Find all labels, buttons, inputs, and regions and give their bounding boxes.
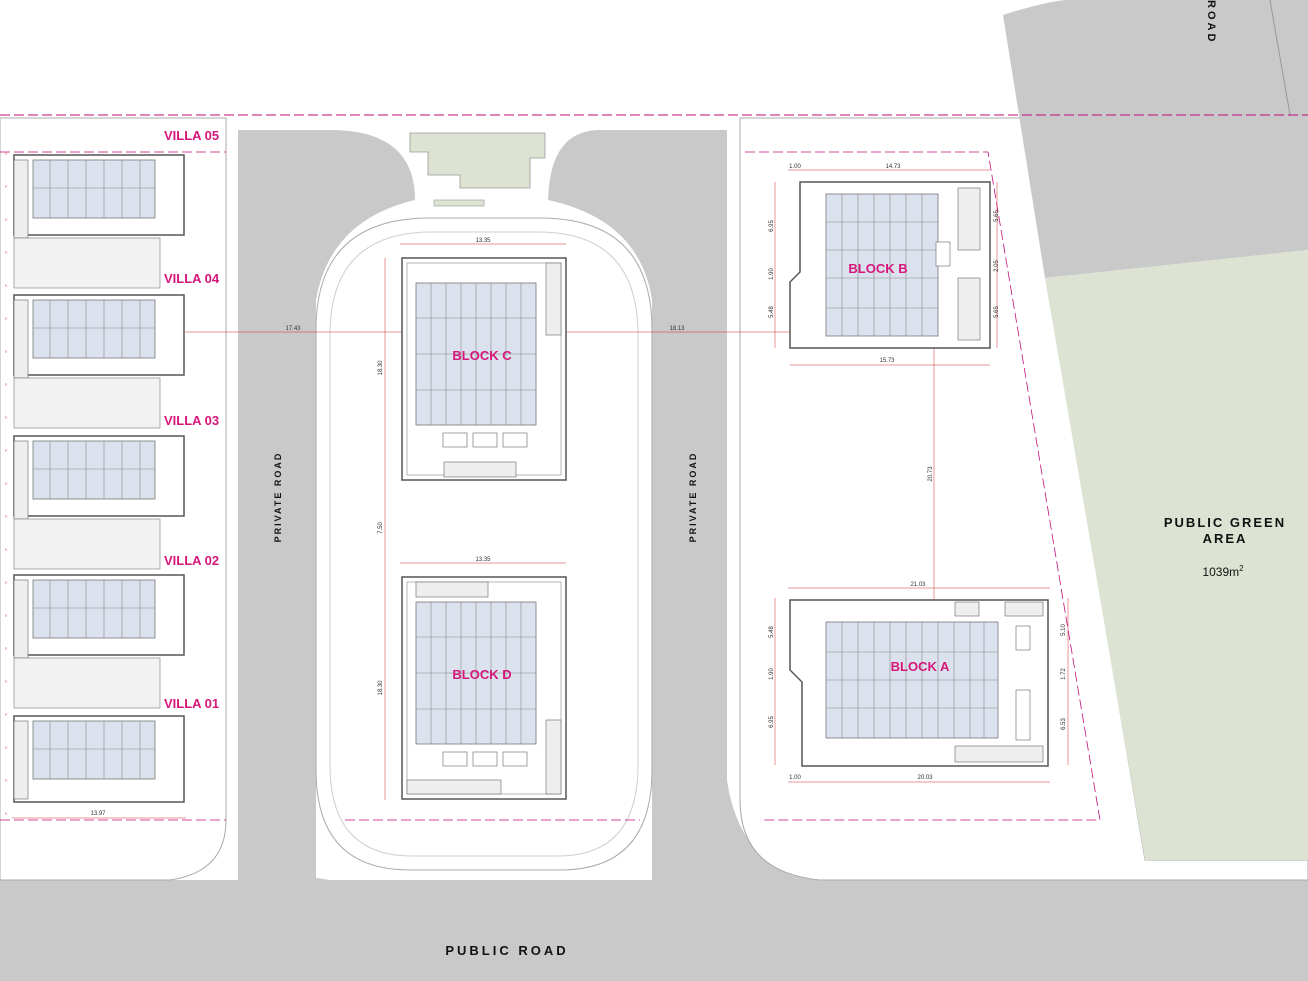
dim-b-left-1: 6.95 <box>769 220 775 232</box>
dim-b-offset: 1.00 <box>789 164 801 170</box>
road-junction-right <box>727 780 820 880</box>
neighbour-lot <box>1003 0 1308 278</box>
dim-c-width: 13.35 <box>475 238 491 244</box>
dim-d-width: 13.35 <box>475 557 491 563</box>
dim-b-right-1: 5.65 <box>994 210 1000 222</box>
green-area-shape <box>1045 250 1308 860</box>
private-road-left-surface <box>238 130 415 880</box>
label-block-a: BLOCK A <box>891 659 950 674</box>
block-d <box>401 576 567 800</box>
dim-cd-gap: 7.50 <box>378 522 384 534</box>
boundary-right-site <box>745 151 1101 821</box>
dim-a-right-1: 5.10 <box>1061 624 1067 636</box>
label-villa-05: VILLA 05 <box>164 128 219 143</box>
garden-bench <box>433 199 485 207</box>
block-b <box>789 181 991 349</box>
block-a <box>789 599 1049 767</box>
label-block-c: BLOCK C <box>452 348 512 363</box>
villa-01-unit <box>13 715 185 803</box>
dim-a-right-3: 6.53 <box>1061 718 1067 730</box>
label-block-d: BLOCK D <box>452 667 511 682</box>
block-c <box>401 257 567 481</box>
villa-03-unit <box>13 435 185 570</box>
villa-05-unit <box>13 154 185 289</box>
neighbour-edge <box>1269 0 1291 116</box>
label-villa-01: VILLA 01 <box>164 696 219 711</box>
dim-b-to-a: 20.73 <box>928 466 934 482</box>
villa-04-unit <box>13 294 185 429</box>
dim-a-left-3: 6.95 <box>769 716 775 728</box>
dim-a-offset: 1.00 <box>789 775 801 781</box>
label-private-road-right: PRIVATE ROAD <box>688 452 698 543</box>
dim-a-top-width: 21.03 <box>910 582 926 588</box>
private-road-right-surface <box>548 130 727 880</box>
dim-b-right-3: 5.65 <box>994 306 1000 318</box>
label-villa-03: VILLA 03 <box>164 413 219 428</box>
dim-b-top-width: 14.73 <box>885 164 901 170</box>
dim-a-right-2: 1.72 <box>1061 668 1067 680</box>
dim-a-left-1: 5.48 <box>769 626 775 638</box>
label-green-area-line2: AREA <box>1203 531 1248 546</box>
road-junction-left <box>238 780 330 880</box>
dim-c-to-b: 18.13 <box>669 326 685 332</box>
label-private-road-left: PRIVATE ROAD <box>273 452 283 543</box>
label-villa-02: VILLA 02 <box>164 553 219 568</box>
public-road-surface <box>0 880 1308 981</box>
label-villa-04: VILLA 04 <box>164 271 220 286</box>
dim-b-bottom-width: 15.73 <box>879 358 895 364</box>
label-public-road: PUBLIC ROAD <box>445 943 568 958</box>
dim-b-right-2: 2.05 <box>994 260 1000 272</box>
label-green-area-line1: PUBLIC GREEN <box>1164 515 1286 530</box>
villa-02-unit <box>13 574 185 709</box>
dim-a-bottom-width: 20.03 <box>917 775 933 781</box>
dim-c-height: 18.30 <box>378 360 384 376</box>
label-block-b: BLOCK B <box>848 261 907 276</box>
dim-b-left-3: 5.48 <box>769 306 775 318</box>
green-area-unit-exp: 2 <box>1239 564 1244 573</box>
dim-villa-to-c: 17.43 <box>285 326 301 332</box>
green-area-value: 1039m <box>1202 565 1239 579</box>
label-green-area-size: 1039m2 <box>1202 564 1244 579</box>
dim-d-height: 18.30 <box>378 680 384 696</box>
label-road-top-right: ROAD <box>1205 0 1217 44</box>
garden-feature <box>409 132 546 189</box>
dim-villa-width: 13.97 <box>90 811 106 817</box>
dim-a-left-2: 1.90 <box>769 668 775 680</box>
dim-b-left-2: 1.90 <box>769 268 775 280</box>
